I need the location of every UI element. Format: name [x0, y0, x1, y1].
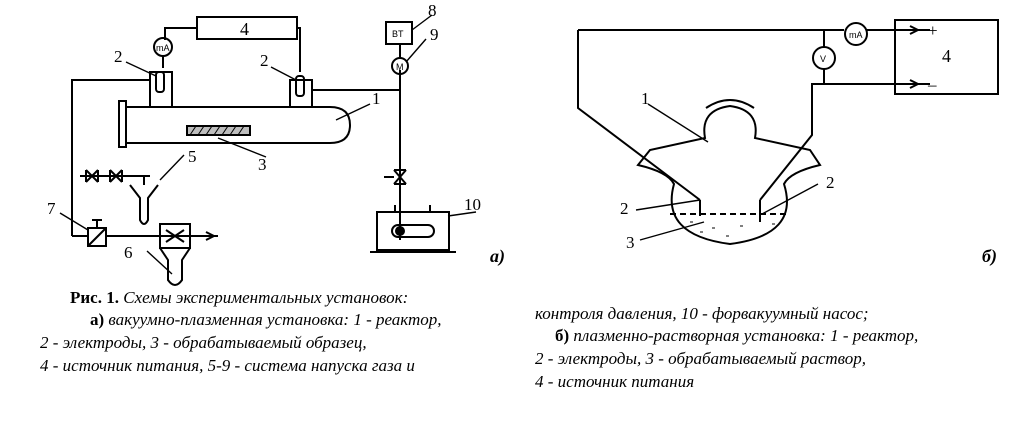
label-a-3: 3: [258, 155, 267, 174]
caption-a-line4: контроля давления, 10 - форвакуумный нас…: [535, 304, 869, 323]
inlet-line-left: [71, 79, 150, 236]
label-b-2-left: 2: [620, 199, 629, 218]
electrode-left: [155, 71, 165, 93]
caption-a-line3: 4 - источник питания, 5-9 - система напу…: [40, 356, 415, 375]
power-supply-box-b: [894, 19, 999, 95]
valve-5b: [109, 169, 123, 183]
panel-b-leaders: [635, 103, 819, 241]
ammeter-symbol-b: mA: [849, 30, 863, 40]
label-a-1: 1: [372, 89, 381, 108]
pump-rotor: [391, 224, 435, 238]
valve-6: [165, 229, 185, 243]
reservoir-5: [129, 184, 159, 225]
wire-minus: [759, 83, 930, 201]
sample-plate: [186, 125, 251, 136]
wire-power-left: [164, 27, 197, 40]
electrode-neck-left: [149, 71, 173, 107]
caption-a-line2: 2 - электроды, 3 - обрабатываемый образе…: [40, 333, 367, 352]
caption-a-tag: а): [90, 310, 105, 329]
sample-hatch: [189, 125, 245, 136]
panel-b-schematic: [577, 19, 999, 246]
gauge-symbol: BT: [392, 29, 404, 39]
valve-5a: [85, 169, 99, 183]
pump-feet: [394, 205, 431, 212]
ammeter-b: [844, 22, 868, 46]
label-a-10: 10: [464, 195, 481, 214]
caption-fig-label: Рис. 1.: [70, 288, 119, 307]
valve-7-stem: [92, 219, 102, 228]
label-a-6: 6: [124, 243, 133, 262]
pump-rotor-hub: [395, 226, 405, 236]
reactor-tube: [126, 106, 352, 144]
manometer-symbol: M: [396, 62, 404, 72]
caption-title: Схемы экспериментальных установок:: [123, 288, 409, 307]
label-a-9: 9: [430, 25, 439, 44]
wire-power-right: [297, 27, 301, 72]
label-a-5: 5: [188, 147, 197, 166]
electrode-right: [295, 75, 305, 97]
caption-b-line2: 2 - электроды, 3 - обрабатываемый раство…: [535, 349, 867, 368]
voltmeter-b: [812, 46, 836, 70]
power-supply-label-b: 4: [942, 46, 951, 66]
panel-a-leaders: [59, 14, 477, 275]
minus-sign: –: [927, 75, 937, 94]
label-b-1: 1: [641, 89, 650, 108]
caption-a-line1: а) вакуумно-плазменная установка: 1 - ре…: [90, 310, 442, 330]
valve-7-diag: [87, 227, 107, 247]
power-supply-label-a: 4: [240, 19, 249, 39]
caption-b-text1: плазменно-растворная установка: 1 - реак…: [573, 326, 919, 345]
flask-body: [636, 104, 822, 246]
caption-title-line: Рис. 1. Схемы экспериментальных установо…: [70, 288, 408, 308]
voltmeter-symbol: V: [820, 54, 826, 64]
solution-dots: [690, 221, 775, 237]
panel-a-texts: 4 mA BT M 1 2 2 3 5 6 7 8 9 10 а): [47, 1, 505, 267]
wire-left-down: [577, 30, 701, 201]
label-b-3: 3: [626, 233, 635, 252]
panel-b-texts: 4 mA V + – 1 2 2 3 б): [620, 21, 997, 267]
caption-a-text1: вакуумно-плазменная установка: 1 - реакт…: [108, 310, 442, 329]
label-b-2-right: 2: [826, 173, 835, 192]
label-a-2-right: 2: [260, 51, 269, 70]
manometer-m: [391, 57, 409, 75]
caption-b-tag: б): [555, 326, 570, 345]
plus-sign: +: [928, 21, 938, 40]
vessel-6-funnel: [159, 247, 191, 286]
valve-outlet: [393, 169, 407, 185]
panel-a-schematic: [71, 16, 456, 286]
label-a-8: 8: [428, 1, 437, 20]
caption-b-line3: 4 - источник питания: [535, 372, 695, 391]
vessel-6-top: [159, 223, 191, 249]
panel-b-tag: б): [982, 246, 997, 267]
ammeter-symbol-a: mA: [156, 43, 170, 53]
reactor-end-cap: [118, 100, 127, 148]
pump-body: [376, 211, 450, 251]
caption-b-line1: б) плазменно-растворная установка: 1 - р…: [555, 326, 918, 346]
feed-arrow: [205, 231, 215, 241]
electrode-neck-right: [289, 79, 313, 107]
outlet-line: [312, 89, 401, 240]
panel-a-tag: а): [490, 246, 505, 267]
plus-arrow: [909, 25, 919, 35]
label-a-7: 7: [47, 199, 56, 218]
flask-cap: [705, 99, 755, 109]
label-a-2-left: 2: [114, 47, 123, 66]
minus-arrow: [909, 79, 919, 89]
